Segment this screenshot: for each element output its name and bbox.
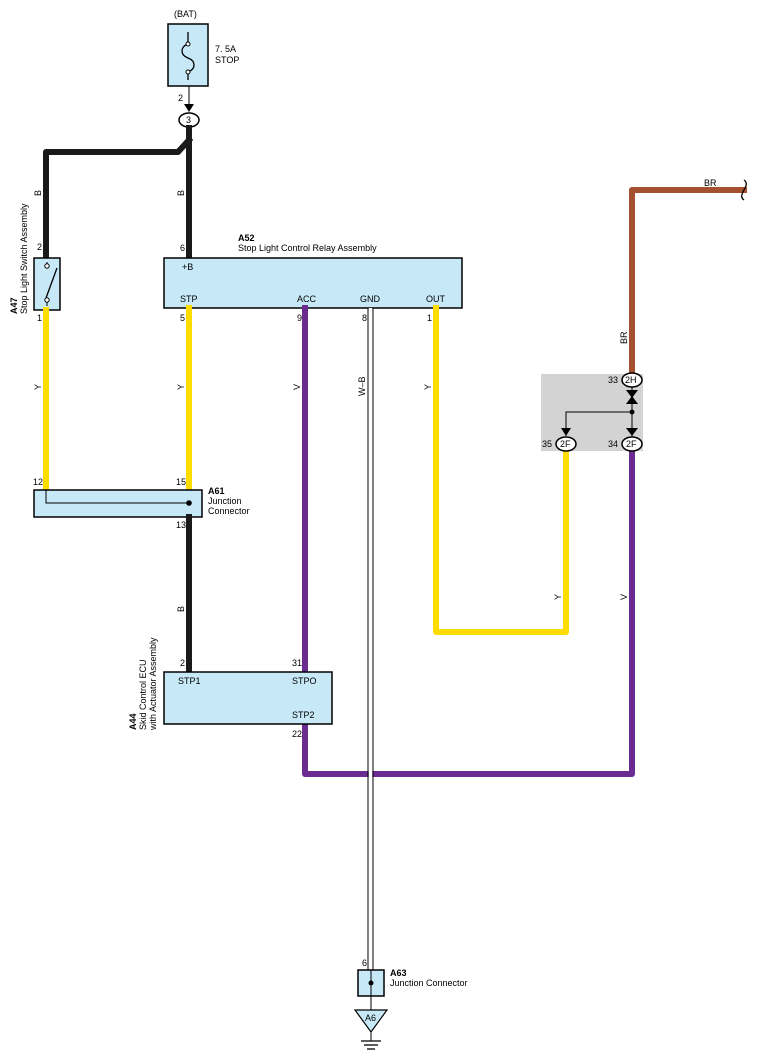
wire-label-y-stp: Y — [176, 384, 186, 390]
connector-2h-label: 2H — [625, 375, 637, 385]
a52-terminal-in: +B — [182, 262, 193, 272]
a52-terminal-acc: ACC — [297, 294, 317, 304]
connector-2h-oval — [621, 372, 643, 388]
wire-y-out — [433, 305, 569, 635]
a44-code: A44 — [128, 713, 138, 730]
fuse-icon — [181, 32, 195, 80]
a52-terminal-gnd: GND — [360, 294, 381, 304]
wire-b-switch — [43, 135, 194, 261]
a52-pin-acc: 9 — [297, 313, 302, 323]
a52-box — [163, 257, 463, 309]
arrow-down-icon — [626, 390, 638, 398]
connector-2f-right-oval — [621, 436, 643, 452]
a47-pin-bottom: 1 — [37, 313, 42, 323]
a52-pin-stp: 5 — [180, 313, 185, 323]
a61-code: A61 — [208, 486, 225, 496]
connector-2f-right-pin: 34 — [608, 439, 618, 449]
a52-terminal-stp: STP — [180, 294, 198, 304]
a63-code: A63 — [390, 968, 407, 978]
a61-name-2: Connector — [208, 506, 250, 516]
a52-code: A52 — [238, 233, 255, 243]
a44-terminal-stpo: STPO — [292, 676, 317, 686]
fuse-source-label: (BAT) — [174, 9, 197, 19]
a52-pin-gnd: 8 — [362, 313, 367, 323]
a61-pin-right: 15 — [176, 477, 186, 487]
a47-code: A47 — [9, 297, 19, 314]
a44-box — [163, 671, 333, 725]
a52-name: Stop Light Control Relay Assembly — [238, 243, 377, 253]
arrow-down-icon — [184, 104, 194, 112]
wire-label-b-switch: B — [33, 190, 43, 196]
a47-name: Stop Light Switch Assembly — [19, 203, 29, 314]
wire-label-wb: W–B — [357, 376, 367, 396]
a52-pin-in: 6 — [180, 243, 185, 253]
wire-continuation-icon — [741, 179, 747, 201]
a61-name-1: Junction — [208, 496, 242, 506]
arrow-down-icon — [626, 428, 638, 436]
wire-label-b-main: B — [176, 190, 186, 196]
wire-br — [629, 187, 747, 377]
a61-bus — [45, 490, 189, 504]
connector-2f-left-oval — [555, 436, 577, 452]
connector-2f-right-label: 2F — [626, 439, 637, 449]
a61-pin-bottom: 13 — [176, 520, 186, 530]
junction-3-label: 3 — [186, 115, 191, 125]
wire-label-y-jb: Y — [553, 594, 563, 600]
a52-pin-out: 1 — [427, 313, 432, 323]
a61-pin-left: 12 — [33, 477, 43, 487]
wire-label-b-ecu: B — [176, 606, 186, 612]
wire-label-v-acc: V — [292, 384, 302, 390]
a44-name-1: Skid Control ECU — [138, 659, 148, 730]
a63-pin: 6 — [362, 958, 367, 968]
fuse-name: STOP — [215, 55, 239, 65]
wire-label-br: BR — [619, 331, 629, 344]
wire-label-v-jb: V — [619, 594, 629, 600]
arrow-up-icon — [626, 396, 638, 404]
wire-label-y-out: Y — [423, 384, 433, 390]
a63-name: Junction Connector — [390, 978, 468, 988]
arrow-down-icon — [561, 428, 571, 436]
a44-terminal-stp2: STP2 — [292, 710, 315, 720]
ground-code: A6 — [365, 1013, 376, 1023]
connector-2f-left-label: 2F — [560, 439, 571, 449]
a44-pin-stp2: 22 — [292, 729, 302, 739]
a44-pin-stp1: 2 — [180, 658, 185, 668]
connector-2f-left-pin: 35 — [542, 439, 552, 449]
a44-name-2: with Actuator Assembly — [148, 637, 158, 731]
a44-terminal-stp1: STP1 — [178, 676, 201, 686]
connector-2h-pin: 33 — [608, 375, 618, 385]
a47-pin-top: 2 — [37, 242, 42, 252]
ground-triangle-icon — [353, 1009, 389, 1034]
switch-icon — [45, 267, 58, 299]
fuse-pin: 2 — [178, 93, 183, 103]
wire-label-br-top: BR — [704, 178, 717, 188]
a44-pin-stpo: 31 — [292, 658, 302, 668]
wire-v-stp2 — [302, 447, 635, 777]
fuse-rating: 7. 5A — [215, 44, 236, 54]
a52-terminal-out: OUT — [426, 294, 446, 304]
wire-label-y-switch: Y — [33, 384, 43, 390]
